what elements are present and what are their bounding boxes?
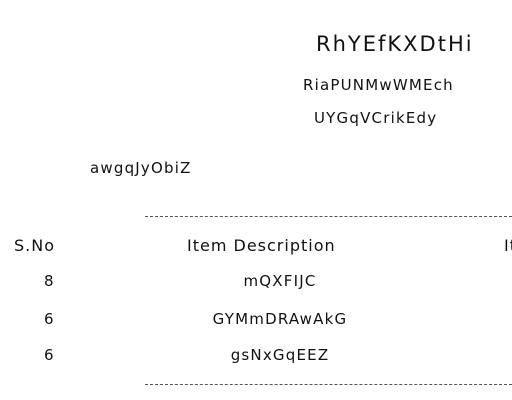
document-meta-text: awgqJyObiZ	[90, 159, 192, 177]
table-bottom-rule	[145, 384, 512, 385]
document-title: RhYEfKXDtHi	[316, 32, 474, 56]
document-subtitle-secondary: UYGqVCrikEdy	[314, 109, 438, 127]
table-row-2-description: GYMmDRAwAkG	[212, 310, 348, 328]
table-top-rule	[145, 216, 512, 217]
table-row-1-description: mQXFIJC	[243, 272, 317, 290]
column-header-serial-number: S.No	[14, 236, 55, 255]
column-header-item-description: Item Description	[187, 236, 336, 255]
column-header-truncated: It	[504, 236, 512, 255]
table-row-2-sno: 6	[44, 310, 55, 328]
document-subtitle: RiaPUNMwWMEch	[303, 76, 454, 94]
table-row-3-sno: 6	[44, 346, 55, 364]
table-row-3-description: gsNxGqEEZ	[230, 346, 330, 364]
table-row-1-sno: 8	[44, 272, 55, 290]
